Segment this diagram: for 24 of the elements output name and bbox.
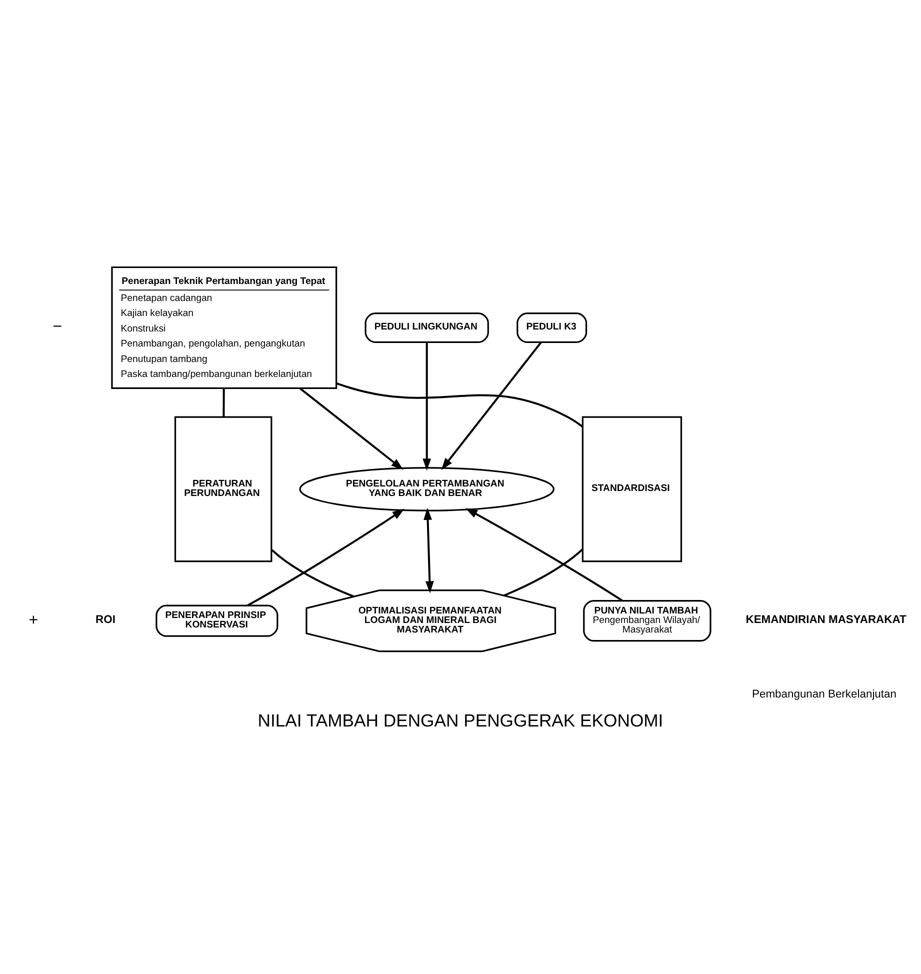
arrow [422,342,432,471]
label: Pembangunan Berkelanjutan [752,688,897,701]
caption: NILAI TAMBAH DENGAN PENGGERAK EKONOMI [258,710,664,730]
arrow [246,508,404,606]
arrow [441,342,542,470]
node-box: PEDULI LINGKUNGAN [364,312,489,343]
label: KEMANDIRIAN MASYARAKAT [746,614,906,626]
node-box: PERATURAN PERUNDANGAN [174,416,272,562]
label: − [52,318,62,336]
node-box: PENERAPAN PRINSIP KONSERVASI [156,604,278,637]
connector [222,388,225,417]
node-box: PEDULI K3 [516,312,588,343]
arrow [424,508,434,594]
node-box: PUNYA NILAI TAMBAH Pengembangan Wilayah/ Masyarakat [583,600,712,642]
label: ROI [96,614,116,626]
connector [336,382,584,428]
label: + [28,610,38,629]
node-box: STANDARDISASI [582,416,682,562]
connector [271,549,354,598]
node-ellipse: PENGELOLAAN PERTAMBANGAN YANG BAIK DAN BENAR [299,466,554,512]
connector [504,548,584,596]
node-box: Penerapan Teknik Pertambangan yang Tepat Penetapan cadangan Kajian kelayakan Konstruksi Penambangan, pengolahan, pengangkutan Penutupan tambang Paska tambang/pembangunan berkelanjutan [111,266,338,390]
arrow [299,388,404,470]
arrow [465,508,623,602]
